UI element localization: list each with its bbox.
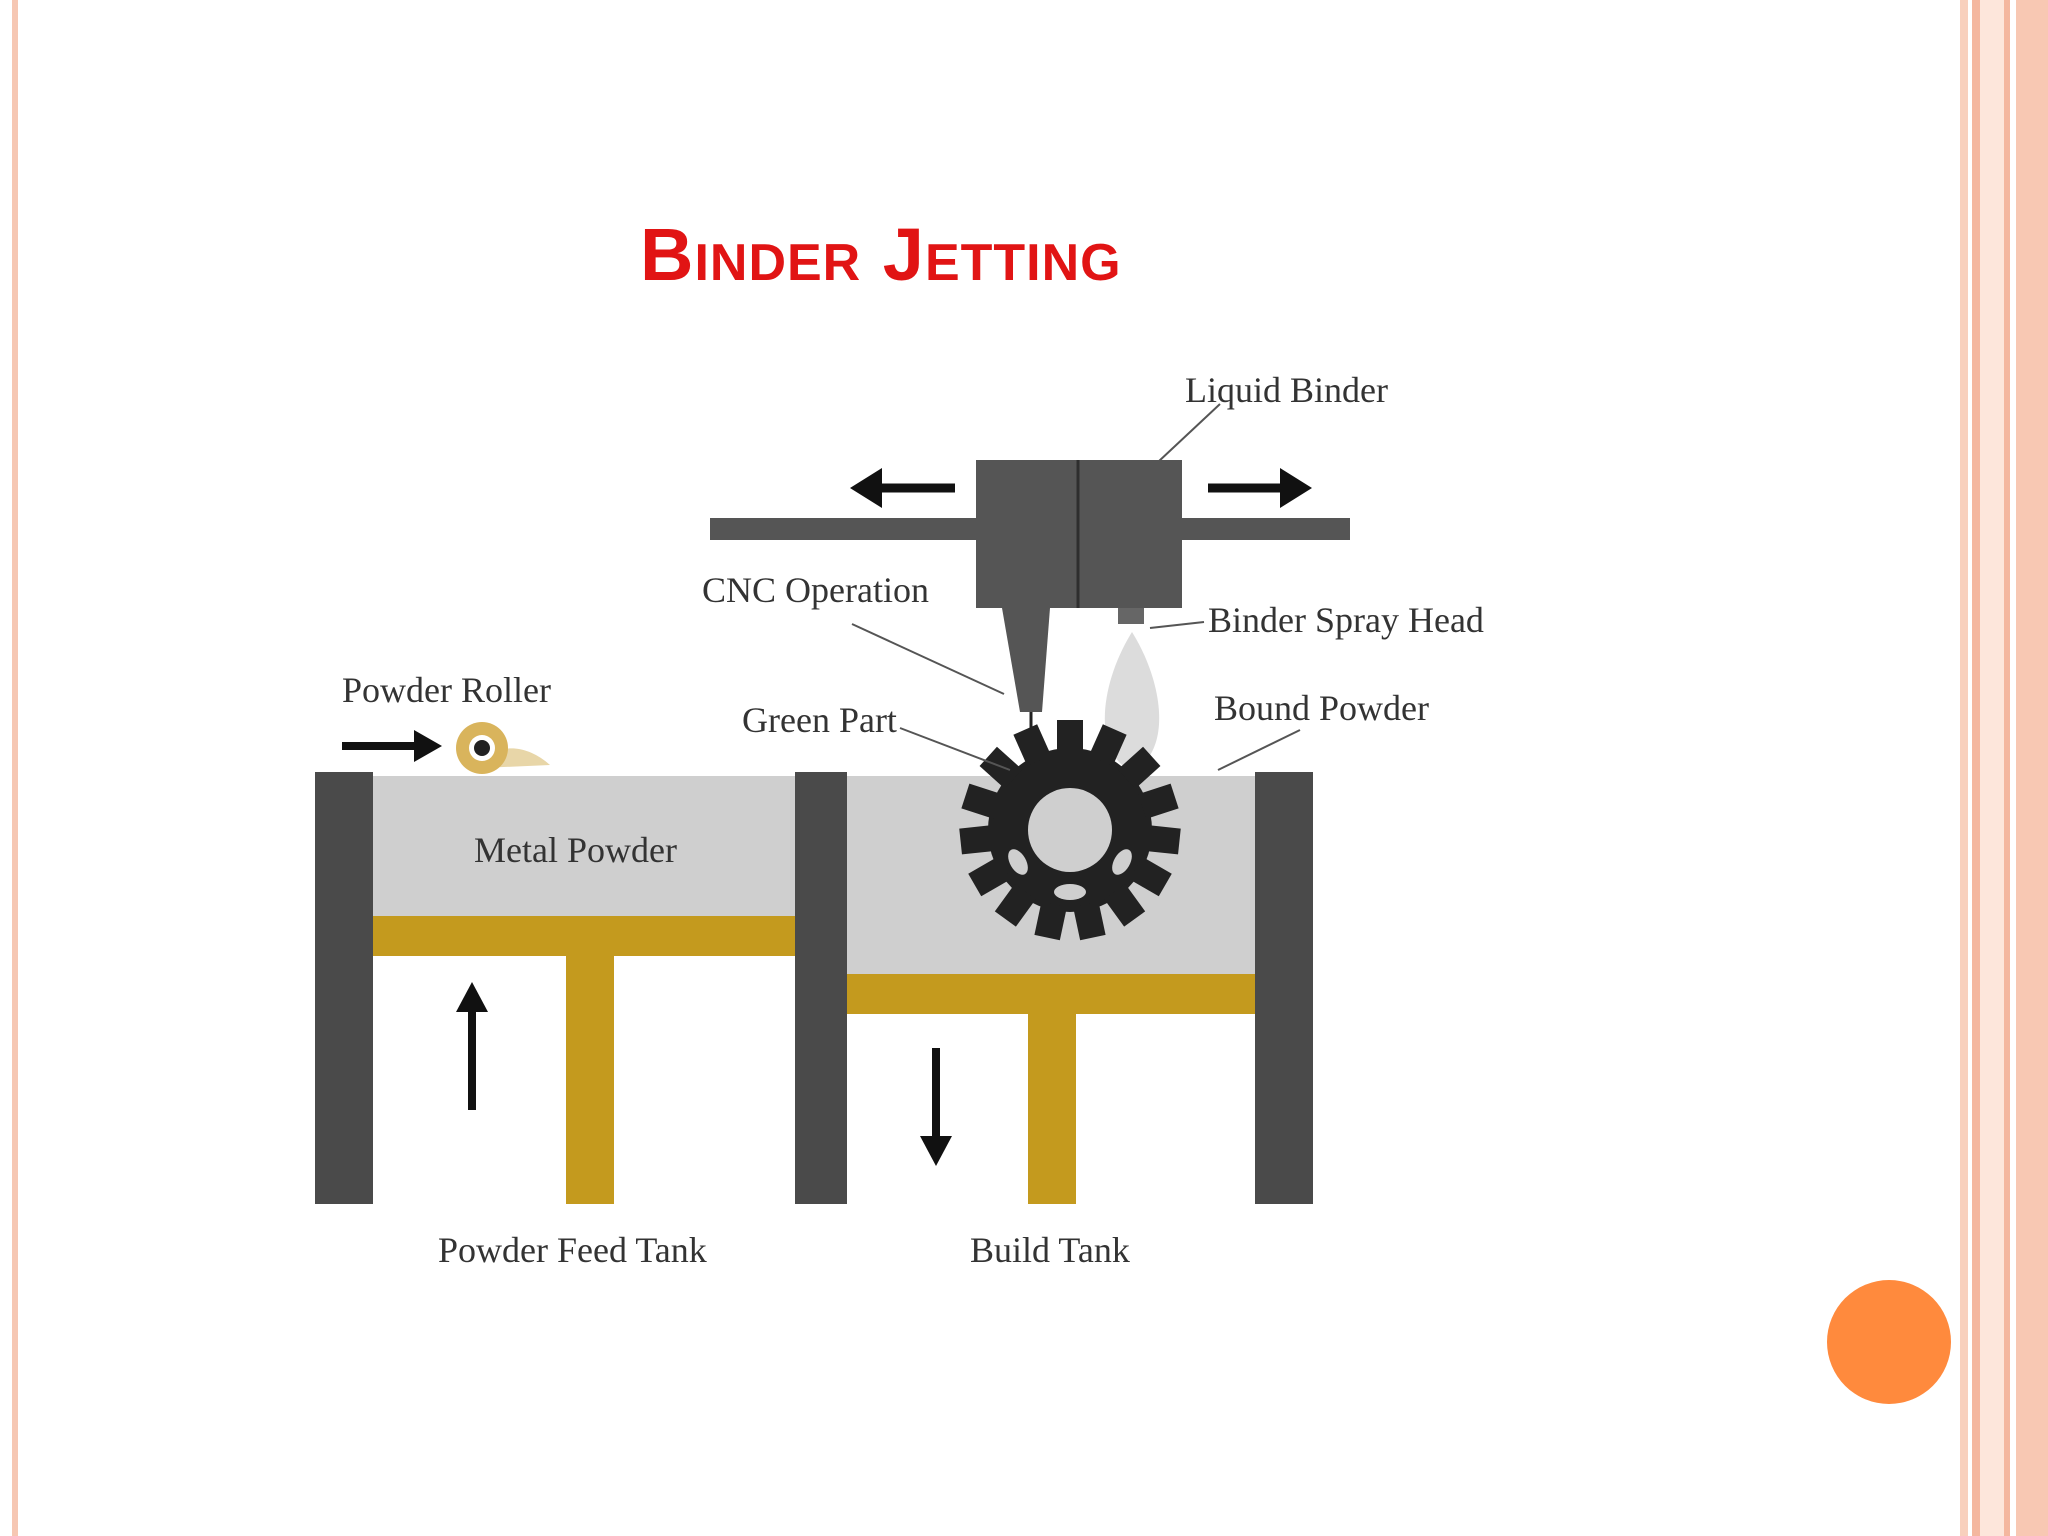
- build-tank-right-wall: [1255, 772, 1313, 1204]
- powder-feed-tank-label: Powder Feed Tank: [438, 1230, 707, 1270]
- green-part-label: Green Part: [742, 700, 897, 740]
- powder-roller-label: Powder Roller: [342, 670, 551, 710]
- spray-head-leader: [1149, 621, 1205, 629]
- tank-divider-wall: [795, 772, 847, 1204]
- feed-up-arrow: [456, 982, 488, 1110]
- build-piston-rod: [1028, 1014, 1076, 1204]
- move-left-arrow: [850, 468, 955, 508]
- metal-powder-label: Metal Powder: [474, 830, 677, 870]
- build-down-arrow: [920, 1048, 952, 1166]
- binder-spray-head: [1118, 608, 1144, 624]
- binder-spray-head-label: Binder Spray Head: [1208, 600, 1484, 640]
- liquid-binder-leader: [1157, 403, 1221, 463]
- roller-push-arrow: [342, 730, 442, 762]
- cnc-operation-label: CNC Operation: [702, 570, 929, 610]
- feed-piston-plate: [373, 916, 795, 956]
- green-part-leader: [899, 727, 1011, 771]
- slide-title: Binder Jetting: [640, 213, 1122, 296]
- slide-frame-left: [12, 0, 18, 1536]
- move-right-arrow: [1208, 468, 1312, 508]
- metal-powder: [373, 776, 795, 916]
- binder-jetting-diagram: Liquid Binder CNC Operation Binder Spray…: [290, 340, 1540, 1300]
- cnc-operation-leader: [851, 623, 1005, 695]
- powder-roller: [456, 722, 550, 774]
- bound-powder-label: Bound Powder: [1214, 688, 1429, 728]
- build-tank-label: Build Tank: [970, 1230, 1130, 1270]
- cnc-nozzle: [1002, 608, 1050, 712]
- feed-tank-left-wall: [315, 772, 373, 1204]
- build-piston-plate: [847, 974, 1255, 1014]
- feed-piston-rod: [566, 956, 614, 1204]
- green-part-gear: [959, 720, 1181, 941]
- liquid-binder-label: Liquid Binder: [1185, 370, 1388, 410]
- decorative-orange-circle: [1827, 1280, 1951, 1404]
- bound-powder-leader: [1217, 729, 1301, 771]
- slide-frame-right: [1960, 0, 2048, 1536]
